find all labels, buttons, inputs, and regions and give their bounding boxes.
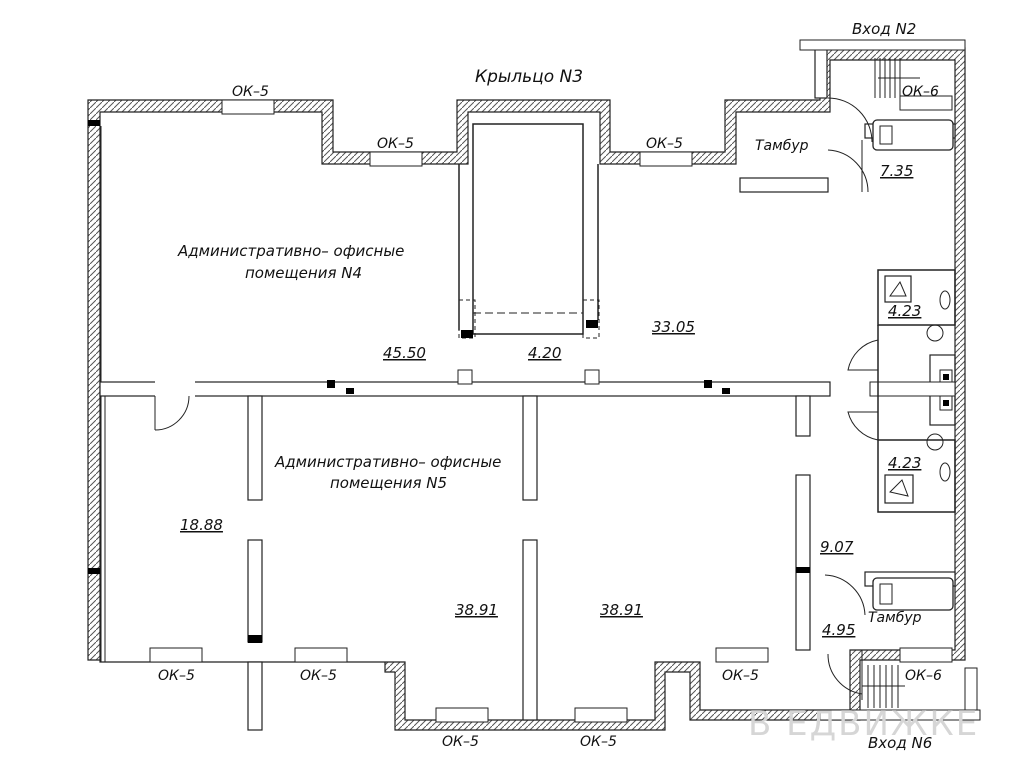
wc-top (877, 269, 956, 326)
window-ok5-label: ОК–5 (377, 136, 414, 152)
partition-2 (522, 395, 538, 501)
area-label: 4.95 (822, 621, 855, 639)
stairs-top (874, 58, 920, 98)
area-label: 18.88 (180, 516, 223, 534)
vestibule-top (739, 177, 829, 193)
area-label: 4.23 (888, 302, 921, 320)
room-4-label-line2: помещения N4 (245, 264, 362, 282)
window-ok6-label: ОК–6 (902, 84, 939, 100)
vestibule-top-label: Тамбур (755, 138, 809, 154)
window-ok5-label: ОК–5 (442, 734, 479, 750)
stairs-bottom (862, 665, 905, 708)
area-label: 4.23 (888, 454, 921, 472)
area-label: 45.50 (383, 344, 426, 362)
window-markers (149, 95, 953, 723)
porch-3 (472, 123, 584, 335)
window-ok5-label: ОК–5 (300, 668, 337, 684)
area-label: 38.91 (600, 601, 643, 619)
window-ok5-label: ОК–5 (722, 668, 759, 684)
room-5-label-line2: помещения N5 (330, 474, 447, 492)
window-ok5-label: ОК–5 (232, 84, 269, 100)
partition-3 (795, 395, 811, 437)
window-ok6-label: ОК–6 (905, 668, 942, 684)
watermark: В ЕДВИЖКЕ (748, 704, 979, 744)
area-label: 33.05 (652, 318, 695, 336)
area-label: 4.20 (528, 344, 561, 362)
room-4-label-line1: Административно– офисные (177, 242, 404, 260)
room-5-label-line1: Административно– офисные (274, 453, 501, 471)
window-ok5-label: ОК–5 (646, 136, 683, 152)
entrance-6-label: Вход N6 (868, 734, 932, 752)
porch-3-label: Крыльцо N3 (475, 67, 583, 87)
area-label: 9.07 (820, 538, 854, 556)
vestibule-bottom-label: Тамбур (868, 610, 922, 626)
window-ok5-label: ОК–5 (580, 734, 617, 750)
area-label: 7.35 (880, 162, 913, 180)
window-ok5-label: ОК–5 (158, 668, 195, 684)
area-label: 38.91 (455, 601, 498, 619)
wc-bottom (877, 439, 956, 513)
entrance-2-label: Вход N2 (852, 20, 916, 38)
partition-1 (247, 395, 263, 501)
